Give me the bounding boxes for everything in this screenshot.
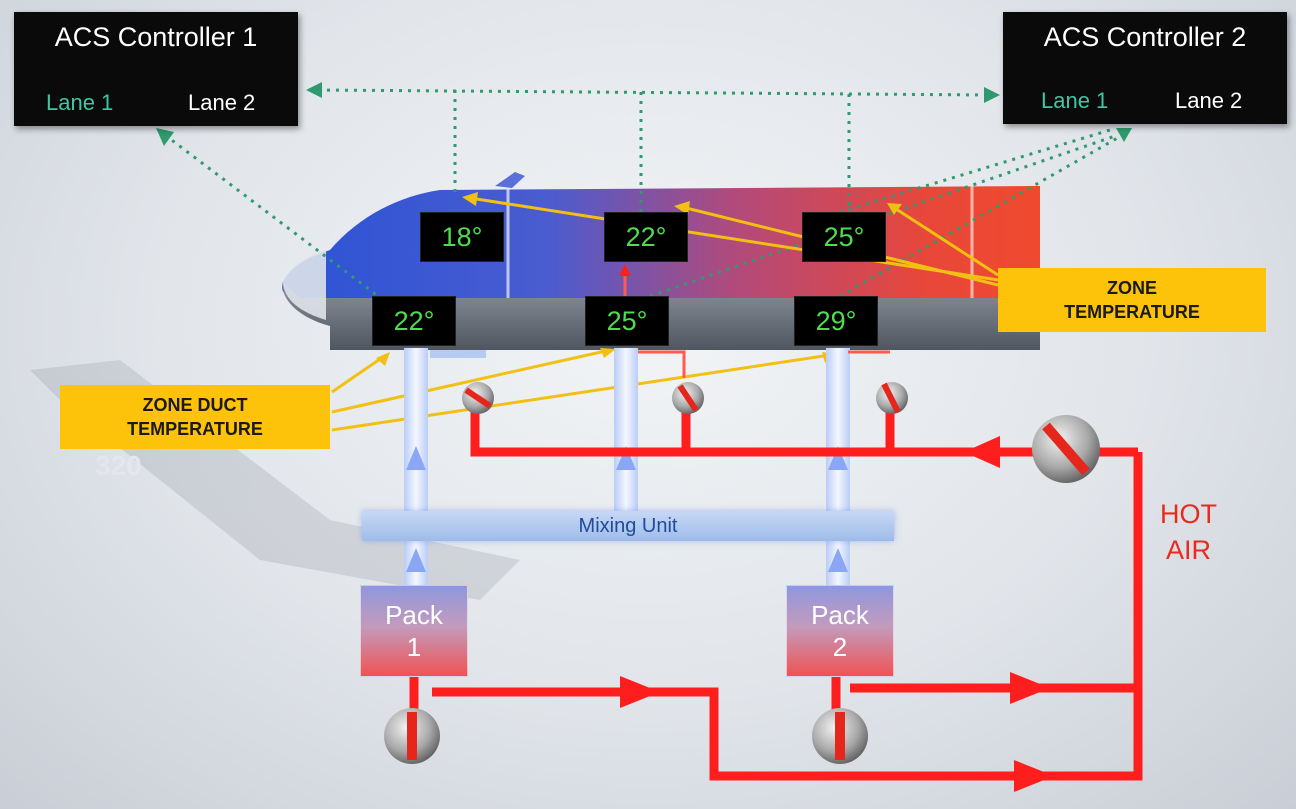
controller-title: ACS Controller 1 <box>54 22 258 52</box>
hot-air-arrows <box>619 264 1054 792</box>
hot-air-lines <box>409 400 1143 781</box>
pack-1: Pack 1 <box>360 585 468 677</box>
callout-line-2: TEMPERATURE <box>127 419 263 439</box>
data-link-arrowheads <box>156 82 1132 146</box>
zone-temperature-readout-2: 22° <box>604 212 688 262</box>
pack-label: Pack <box>385 600 443 630</box>
callout-line-1: ZONE <box>1106 278 1157 298</box>
hot-air-label: HOT AIR <box>1160 496 1217 568</box>
acs-controller-1: ACS Controller 1 Lane 1 Lane 2 <box>14 12 298 126</box>
trim-valve-1 <box>462 382 494 414</box>
hot-air-line-1: HOT <box>1160 499 1217 529</box>
hot-air-pressure-valve <box>1032 415 1100 483</box>
controller-title: ACS Controller 2 <box>1043 22 1247 52</box>
cold-air-arrows <box>406 446 848 572</box>
hot-air-line-2: AIR <box>1165 535 1211 565</box>
cold-air-ducts <box>404 348 850 586</box>
controller-lane-2: Lane 2 <box>188 90 256 115</box>
trim-valve-2 <box>672 382 704 414</box>
acs-controller-2: ACS Controller 2 Lane 1 Lane 2 <box>1003 12 1287 124</box>
controller-lane-2: Lane 2 <box>1175 88 1243 113</box>
duct-temperature-readout-2: 25° <box>585 296 669 346</box>
zone-temperature-callout: ZONE TEMPERATURE <box>998 268 1266 332</box>
pack-label: Pack <box>811 600 869 630</box>
callout-line-2: TEMPERATURE <box>1064 302 1200 322</box>
duct-temperature-readout-3: 29° <box>794 296 878 346</box>
pack-2: Pack 2 <box>786 585 894 677</box>
zone-temperature-readout-1: 18° <box>420 212 504 262</box>
controller-lane-1: Lane 1 <box>46 90 114 115</box>
pack-number: 2 <box>832 632 848 662</box>
duct-temperature-readout-1: 22° <box>372 296 456 346</box>
pack-valve-1 <box>384 708 440 764</box>
mixing-unit: Mixing Unit <box>362 511 894 541</box>
trim-valve-3 <box>876 382 908 414</box>
svg-text:320: 320 <box>95 450 142 481</box>
data-links <box>164 88 1129 298</box>
controller-lane-1: Lane 1 <box>1041 88 1109 113</box>
zone-temperature-readout-3: 25° <box>802 212 886 262</box>
pack-valve-2 <box>812 708 868 764</box>
callout-line-1: ZONE DUCT <box>142 395 248 415</box>
pointer-arrowheads <box>376 192 902 366</box>
pack-number: 1 <box>406 632 422 662</box>
zone-duct-temperature-callout: ZONE DUCT TEMPERATURE <box>60 385 330 449</box>
